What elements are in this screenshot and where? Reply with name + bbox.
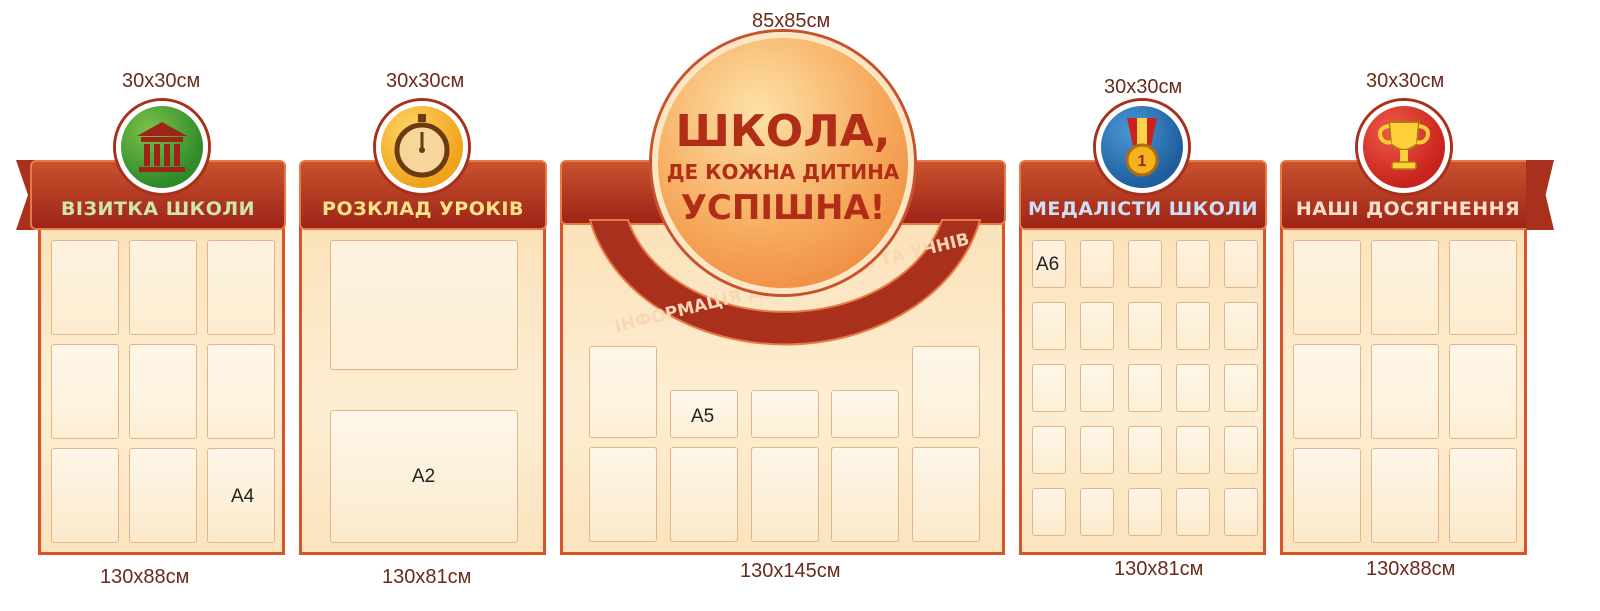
format-label: А6: [1036, 254, 1060, 275]
pocket: [1224, 488, 1258, 536]
medal-icon: 1: [1125, 118, 1159, 177]
board-dosyagnennya: [1280, 215, 1527, 555]
pocket: [1224, 364, 1258, 412]
pocket: [129, 240, 197, 335]
pocket: [751, 447, 819, 542]
pocket: [1371, 344, 1439, 439]
svg-text:1: 1: [1138, 153, 1147, 170]
ribbon-tail: [1526, 160, 1554, 230]
board-title: МЕДАЛІСТИ ШКОЛИ: [1027, 198, 1259, 220]
pocket: [1224, 240, 1258, 288]
clock-icon: [394, 114, 450, 178]
pocket: [589, 346, 657, 438]
pocket: [1032, 426, 1066, 474]
pocket: [1449, 240, 1517, 335]
pocket: [330, 240, 518, 370]
pocket: [1293, 344, 1361, 439]
pocket: [51, 448, 119, 543]
pocket: [51, 240, 119, 335]
board-size-label: 130x81см: [382, 566, 472, 588]
pocket: [1449, 448, 1517, 543]
pocket: [1032, 302, 1066, 350]
pocket: [912, 346, 980, 438]
format-label: А4: [231, 486, 255, 507]
pocket: [51, 344, 119, 439]
pocket: [831, 447, 899, 542]
pocket: [1080, 364, 1114, 412]
pocket: [129, 344, 197, 439]
pocket: [1128, 302, 1162, 350]
pocket: [912, 447, 980, 542]
pocket: [1128, 488, 1162, 536]
format-label: А5: [691, 406, 715, 427]
pocket: [1080, 426, 1114, 474]
badge-size-label: 30x30см: [1366, 70, 1445, 92]
pocket: [751, 390, 819, 438]
pocket: [1176, 240, 1210, 288]
pocket: [1371, 448, 1439, 543]
center-size-label: 85x85см: [752, 10, 831, 32]
pocket: [1176, 364, 1210, 412]
clock-badge: [376, 101, 468, 193]
museum-icon: [137, 122, 187, 172]
pocket: [1371, 240, 1439, 335]
board-vizytka: А4: [38, 215, 285, 555]
pocket: [1293, 240, 1361, 335]
pocket: [1449, 344, 1517, 439]
museum-badge: [116, 101, 208, 193]
pocket: [1032, 240, 1066, 288]
trophy-badge: [1358, 101, 1450, 193]
pocket: [1128, 426, 1162, 474]
board-rozklad: А2: [299, 215, 546, 555]
pocket: [1080, 488, 1114, 536]
badge-size-label: 30x30см: [386, 70, 465, 92]
pocket: [1224, 426, 1258, 474]
pocket: [1080, 302, 1114, 350]
pocket: [1176, 488, 1210, 536]
pocket: [207, 344, 275, 439]
center-circle: ШКОЛА, ДЕ КОЖНА ДИТИНА УСПІШНА!: [652, 32, 914, 294]
pocket: [670, 390, 738, 438]
badge-size-label: 30x30см: [122, 70, 201, 92]
pocket: [589, 447, 657, 542]
center-title-line1: ШКОЛА,: [675, 106, 891, 157]
pocket: [207, 240, 275, 335]
badge-size-label: 30x30см: [1104, 76, 1183, 98]
board-size-label: 130x88см: [100, 566, 190, 588]
board-size-label: 130x145см: [740, 560, 841, 582]
board-size-label: 130x81см: [1114, 558, 1204, 580]
pocket: [1032, 364, 1066, 412]
format-label: А2: [412, 466, 436, 487]
center-title-line3: УСПІШНА!: [680, 188, 886, 228]
pocket: [670, 447, 738, 542]
board-title: НАШІ ДОСЯГНЕННЯ: [1295, 198, 1521, 220]
pocket: [1080, 240, 1114, 288]
pocket: [1293, 448, 1361, 543]
pocket: [1128, 364, 1162, 412]
pocket: [1032, 488, 1066, 536]
pocket: [1224, 302, 1258, 350]
pocket: [1176, 426, 1210, 474]
pocket: [1176, 302, 1210, 350]
medal-badge: 1: [1096, 101, 1188, 193]
pocket: [207, 448, 275, 543]
pocket: [129, 448, 197, 543]
center-arc: [588, 219, 982, 346]
board-title: ВІЗИТКА ШКОЛИ: [60, 198, 256, 220]
board-title: РОЗКЛАД УРОКІВ: [322, 198, 524, 220]
pocket: [831, 390, 899, 438]
pocket: [330, 410, 518, 543]
center-title-line2: ДЕ КОЖНА ДИТИНА: [666, 160, 900, 184]
board-medalisty: А6: [1019, 215, 1266, 555]
pocket: [1128, 240, 1162, 288]
trophy-icon: [1378, 121, 1430, 170]
board-size-label: 130x88см: [1366, 558, 1456, 580]
